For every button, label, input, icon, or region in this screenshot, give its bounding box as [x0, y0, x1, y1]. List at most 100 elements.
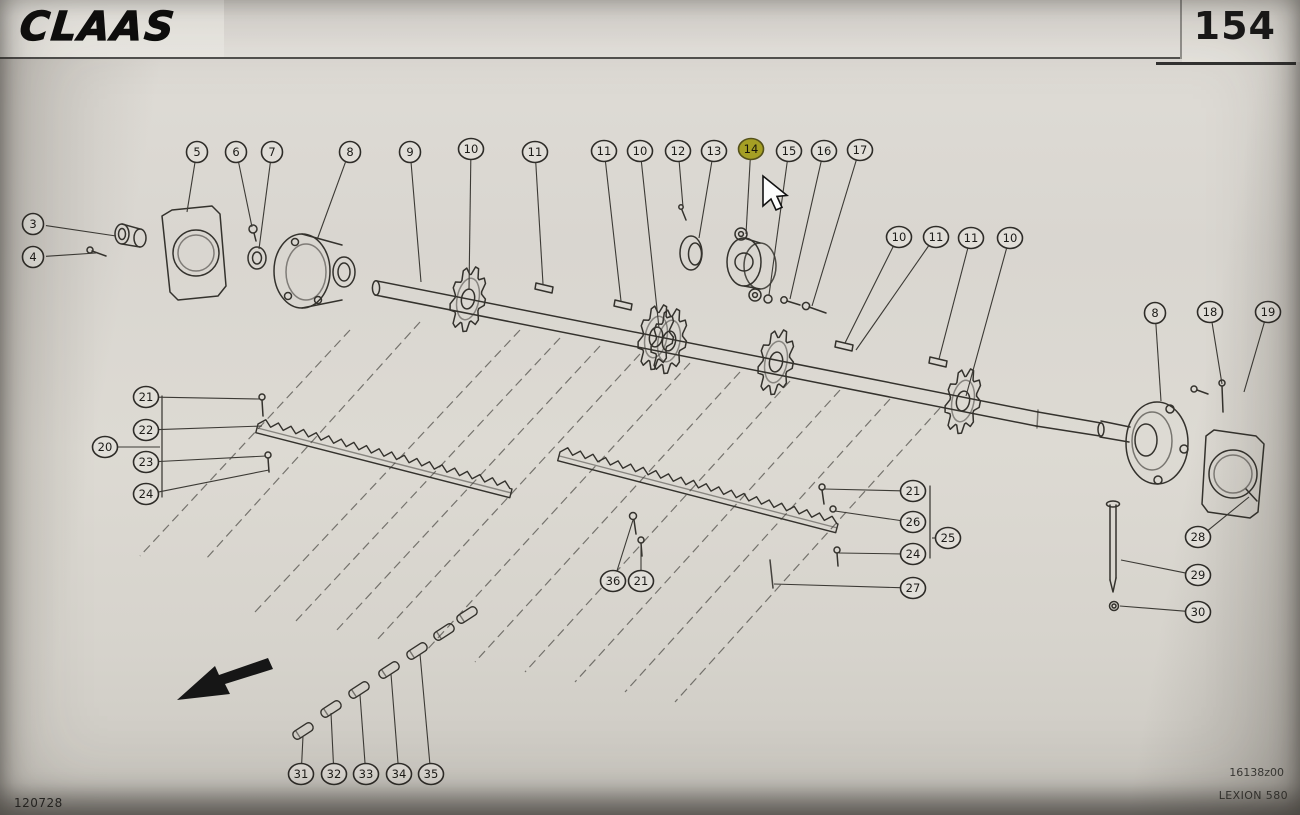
svg-text:21: 21 [906, 484, 921, 498]
callout-4[interactable]: 4 [21, 245, 45, 269]
callout-32[interactable]: 32 [320, 762, 348, 786]
callout-12[interactable]: 12 [664, 139, 692, 163]
svg-text:7: 7 [268, 145, 275, 159]
svg-text:27: 27 [906, 581, 921, 595]
svg-text:17: 17 [853, 143, 868, 157]
svg-text:28: 28 [1191, 530, 1206, 544]
callout-8[interactable]: 8 [1143, 301, 1167, 325]
direction-arrow [177, 658, 273, 700]
callout-22[interactable]: 22 [132, 418, 160, 442]
bolts-item18 [1190, 379, 1226, 413]
callout-25[interactable]: 25 [934, 526, 962, 550]
svg-text:21: 21 [634, 574, 649, 588]
long-pin-item29 [1105, 500, 1121, 612]
svg-text:30: 30 [1191, 605, 1206, 619]
fasteners-15-16-17 [763, 294, 827, 314]
callout-11[interactable]: 11 [521, 140, 549, 164]
svg-text:32: 32 [327, 767, 342, 781]
callout-35[interactable]: 35 [417, 762, 445, 786]
callout-leader-lines [45, 159, 1265, 764]
callout-33[interactable]: 33 [352, 762, 380, 786]
svg-text:14: 14 [744, 142, 759, 156]
claas-logo-box: CLAAS [0, 0, 224, 57]
callout-20[interactable]: 20 [91, 435, 119, 459]
callout-24[interactable]: 24 [132, 482, 160, 506]
callout-14[interactable]: 14 [737, 137, 765, 161]
callout-27[interactable]: 27 [899, 576, 927, 600]
sprocket [944, 368, 982, 435]
callout-28[interactable]: 28 [1184, 525, 1212, 549]
callout-16[interactable]: 16 [810, 139, 838, 163]
callout-5[interactable]: 5 [185, 140, 209, 164]
bracket-housing-left [161, 205, 227, 301]
callout-11[interactable]: 11 [590, 139, 618, 163]
svg-text:36: 36 [606, 574, 621, 588]
callout-19[interactable]: 19 [1254, 300, 1282, 324]
svg-text:16: 16 [817, 144, 832, 158]
callout-8[interactable]: 8 [338, 140, 362, 164]
callout-36[interactable]: 36 [599, 569, 627, 593]
callout-7[interactable]: 7 [260, 140, 284, 164]
callout-15[interactable]: 15 [775, 139, 803, 163]
svg-text:34: 34 [392, 767, 407, 781]
callout-24[interactable]: 24 [899, 542, 927, 566]
callout-11[interactable]: 11 [922, 225, 950, 249]
callout-31[interactable]: 31 [287, 762, 315, 786]
callout-30[interactable]: 30 [1184, 600, 1212, 624]
clip [456, 606, 478, 624]
callout-9[interactable]: 9 [398, 140, 422, 164]
svg-text:35: 35 [424, 767, 439, 781]
svg-text:24: 24 [139, 487, 154, 501]
clip-parts [292, 606, 478, 740]
svg-text:8: 8 [346, 145, 353, 159]
sprocket [449, 266, 487, 333]
svg-text:4: 4 [29, 250, 36, 264]
callout-23[interactable]: 23 [132, 450, 160, 474]
bearing-housing-item14 [726, 227, 777, 302]
drawing-ref: 16138z00 [1229, 766, 1284, 779]
callout-13[interactable]: 13 [700, 139, 728, 163]
svg-text:15: 15 [782, 144, 797, 158]
callout-21[interactable]: 21 [627, 569, 655, 593]
clip [406, 642, 428, 660]
callout-34[interactable]: 34 [385, 762, 413, 786]
callout-26[interactable]: 26 [899, 510, 927, 534]
clip [348, 681, 370, 699]
svg-text:22: 22 [139, 423, 154, 437]
header-divider [0, 57, 1180, 59]
svg-text:23: 23 [139, 455, 154, 469]
callout-21[interactable]: 21 [899, 479, 927, 503]
bracket-housing-right [1201, 429, 1265, 519]
flange-hub-right [1099, 401, 1189, 485]
callout-10[interactable]: 10 [457, 137, 485, 161]
callout-10[interactable]: 10 [885, 225, 913, 249]
svg-text:12: 12 [671, 144, 686, 158]
tine-bars [255, 419, 839, 534]
callout-17[interactable]: 17 [846, 138, 874, 162]
svg-text:10: 10 [1003, 231, 1018, 245]
main-shaft [371, 280, 1105, 437]
callout-10[interactable]: 10 [626, 139, 654, 163]
bolt-item4 [86, 246, 107, 257]
callout-3[interactable]: 3 [21, 212, 45, 236]
page-number: 154 [1193, 4, 1276, 48]
svg-text:33: 33 [359, 767, 374, 781]
svg-text:24: 24 [906, 547, 921, 561]
callout-18[interactable]: 18 [1196, 300, 1224, 324]
svg-text:21: 21 [139, 390, 154, 404]
sprockets [449, 266, 982, 435]
svg-text:18: 18 [1203, 305, 1218, 319]
page-number-box [1182, 0, 1300, 62]
callout-11[interactable]: 11 [957, 226, 985, 250]
callout-6[interactable]: 6 [224, 140, 248, 164]
sprocket [650, 308, 688, 375]
header-strip [224, 0, 1180, 57]
callout-21[interactable]: 21 [132, 385, 160, 409]
callout-10[interactable]: 10 [996, 226, 1024, 250]
callout-29[interactable]: 29 [1184, 563, 1212, 587]
mouse-cursor [762, 174, 790, 212]
svg-text:26: 26 [906, 515, 921, 529]
